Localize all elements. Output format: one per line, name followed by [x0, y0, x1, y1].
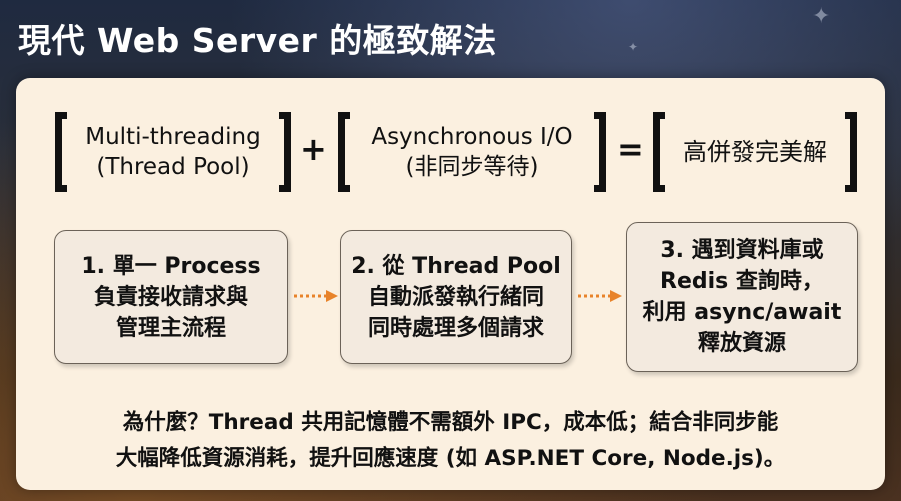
equation-term-multithreading: Multi-threading (Thread Pool)	[55, 112, 291, 192]
left-bracket-icon	[338, 112, 350, 192]
equation-row: Multi-threading (Thread Pool) + Asynchro…	[0, 112, 901, 192]
step-box-1: 1. 單一 Process 負責接收請求與 管理主流程	[54, 230, 288, 364]
step-box-2: 2. 從 Thread Pool 自動派發執行緒同 同時處理多個請求	[340, 230, 572, 364]
step-2-text: 2. 從 Thread Pool 自動派發執行緒同 同時處理多個請求	[351, 253, 561, 341]
term1-line2: (Thread Pool)	[96, 154, 250, 180]
term2-line1: Asynchronous I/O	[371, 124, 573, 150]
plus-sign: +	[300, 130, 327, 168]
term3-text: 高併發完美解	[683, 138, 827, 166]
footer-line-2: 大幅降低資源消耗，提升回應速度 (如 ASP.NET Core, Node.js…	[115, 446, 786, 471]
equation-term-result: 高併發完美解	[653, 112, 857, 192]
footer-line-1: 為什麼？Thread 共用記憶體不需額外 IPC，成本低；結合非同步能	[122, 410, 779, 435]
left-bracket-icon	[55, 112, 67, 192]
step-1-text: 1. 單一 Process 負責接收請求與 管理主流程	[81, 253, 261, 341]
term1-line1: Multi-threading	[85, 124, 261, 150]
term2-line2: (非同步等待)	[405, 154, 539, 180]
right-bracket-icon	[594, 112, 606, 192]
page-title: 現代 Web Server 的極致解法	[18, 21, 497, 60]
step-3-text: 3. 遇到資料庫或 Redis 查詢時， 利用 async/await 釋放資源	[642, 238, 842, 356]
left-bracket-icon	[653, 112, 665, 192]
footer-note: 為什麼？Thread 共用記憶體不需額外 IPC，成本低；結合非同步能 大幅降低…	[30, 405, 871, 477]
equation-term-async-io: Asynchronous I/O (非同步等待)	[338, 112, 606, 192]
dotted-arrow-icon	[578, 290, 622, 302]
right-bracket-icon	[279, 112, 291, 192]
right-bracket-icon	[845, 112, 857, 192]
step-box-3: 3. 遇到資料庫或 Redis 查詢時， 利用 async/await 釋放資源	[626, 222, 858, 372]
sparkle-icon: ✦	[628, 40, 639, 54]
equals-sign: =	[617, 130, 644, 168]
sparkle-icon: ✦	[812, 4, 831, 29]
dotted-arrow-icon	[294, 290, 338, 302]
